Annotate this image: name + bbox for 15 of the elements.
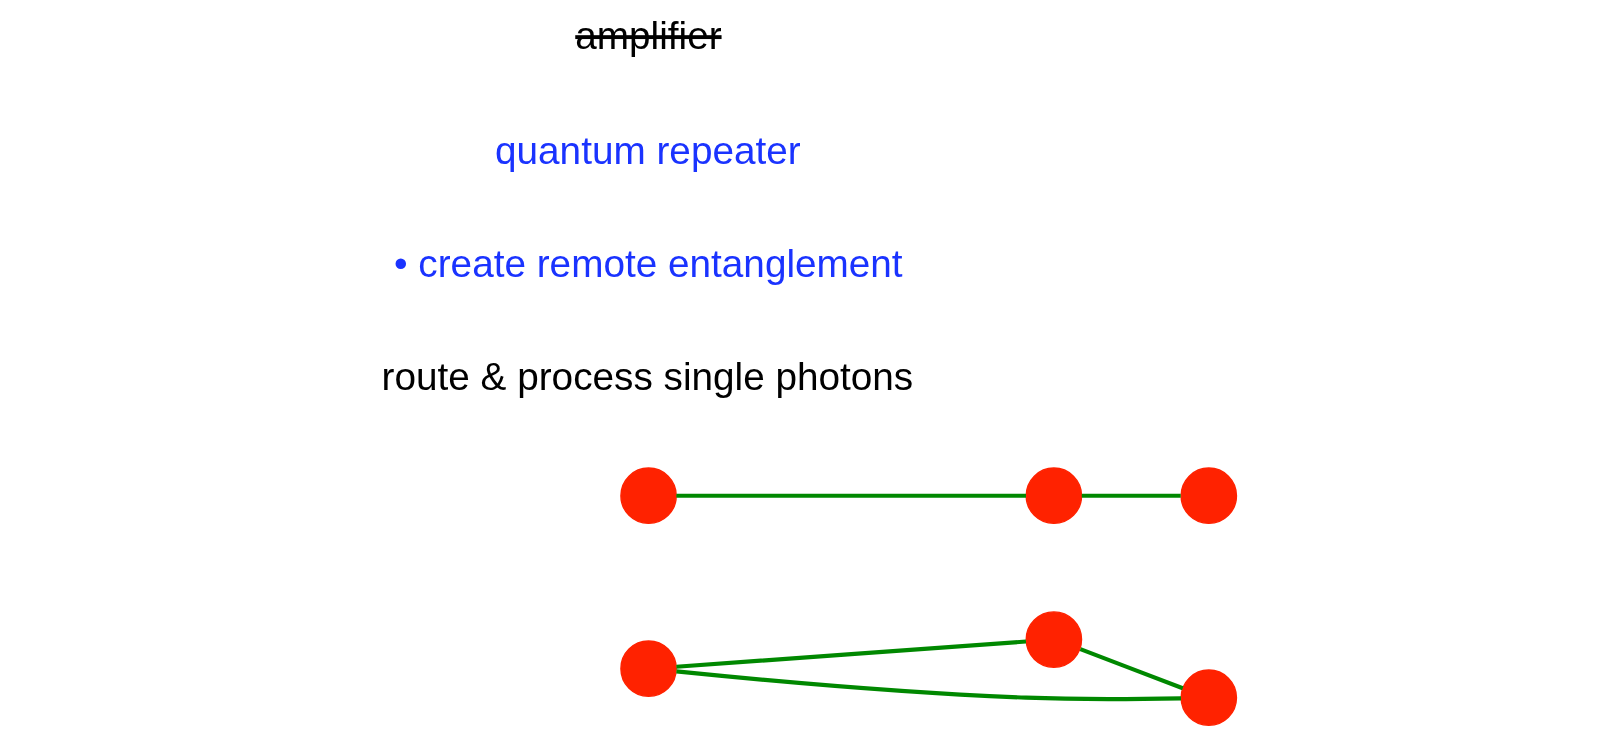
label: amplifier [574,13,722,57]
connector [675,669,1181,702]
connector [675,639,1026,669]
node-circle [1179,467,1237,525]
node-circle [1179,669,1237,727]
label: quantum repeater [494,128,801,172]
connector [675,493,1026,498]
label: • create remote entanglement [393,242,903,286]
node-circle [619,640,677,697]
node-circle [1025,611,1082,668]
node-circle [1025,467,1082,525]
connector [1079,647,1183,691]
node-circle [619,467,677,525]
connector [1081,493,1181,498]
label: route & process single photons [381,355,913,399]
